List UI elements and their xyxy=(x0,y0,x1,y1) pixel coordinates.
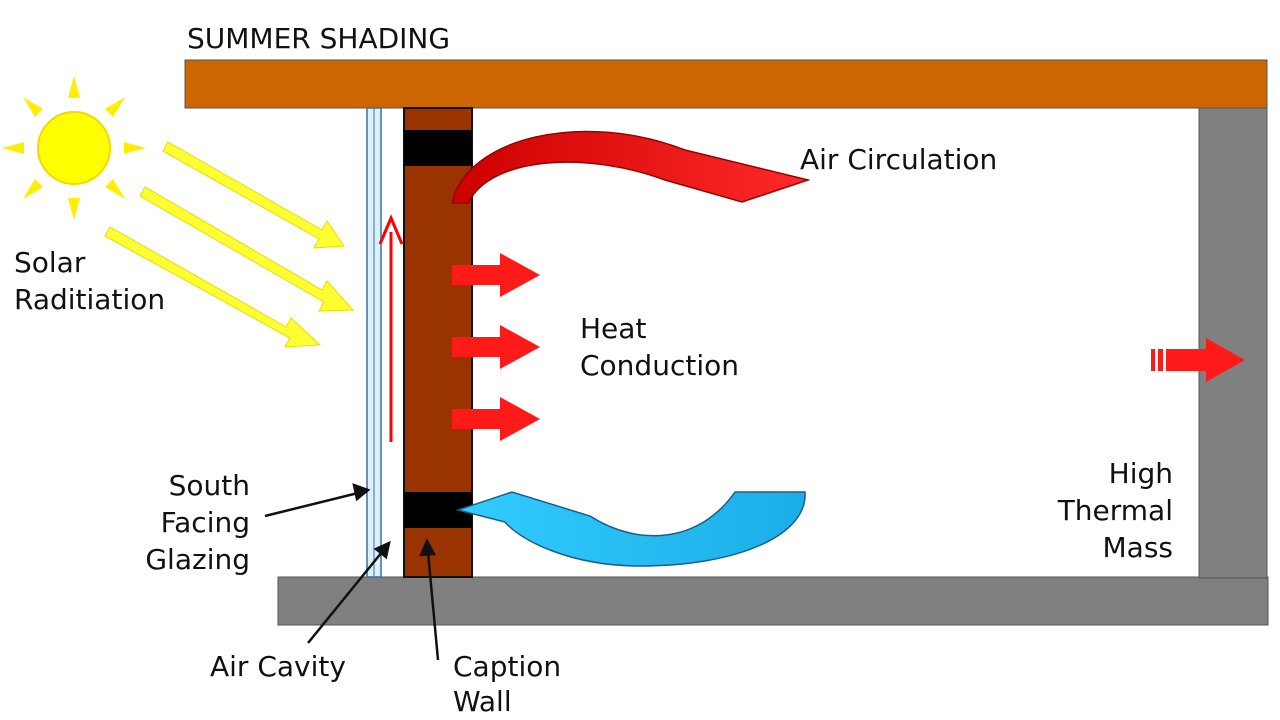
label-air-circulation: Air Circulation xyxy=(800,143,997,176)
warm-air-circulation-arrow xyxy=(451,130,811,204)
outgoing-heat-arrow xyxy=(1151,338,1245,382)
label-thermal-mass-line3: Mass xyxy=(1103,531,1174,564)
label-thermal-mass-line2: Thermal xyxy=(1057,494,1173,527)
sun-icon xyxy=(2,76,146,220)
label-caption-wall-line2: Wall xyxy=(453,685,512,718)
label-heat-conduction-line1: Heat xyxy=(580,312,646,345)
heat-conduction-arrows xyxy=(452,253,540,441)
cavity-rising-air-arrow xyxy=(378,214,404,442)
label-caption-wall-line1: Caption xyxy=(453,650,561,683)
label-glazing-line3: Glazing xyxy=(145,543,250,576)
floor-slab xyxy=(277,576,1269,626)
roof-overhang xyxy=(184,59,1268,109)
label-solar-radiation-line1: Solar xyxy=(14,246,86,279)
label-solar-radiation-line2: Raditiation xyxy=(14,283,165,316)
label-thermal-mass-line1: High xyxy=(1109,457,1173,490)
solar-ray-arrows xyxy=(104,141,355,348)
label-heat-conduction-line2: Conduction xyxy=(580,349,739,382)
label-glazing-line2: Facing xyxy=(161,506,250,539)
label-glazing-line1: South xyxy=(169,469,250,502)
label-air-cavity: Air Cavity xyxy=(210,650,346,683)
top-vent xyxy=(404,130,472,166)
label-pointers xyxy=(264,483,440,661)
diagram-title: SUMMER SHADING xyxy=(187,22,450,55)
cool-air-return-arrow xyxy=(455,491,806,567)
